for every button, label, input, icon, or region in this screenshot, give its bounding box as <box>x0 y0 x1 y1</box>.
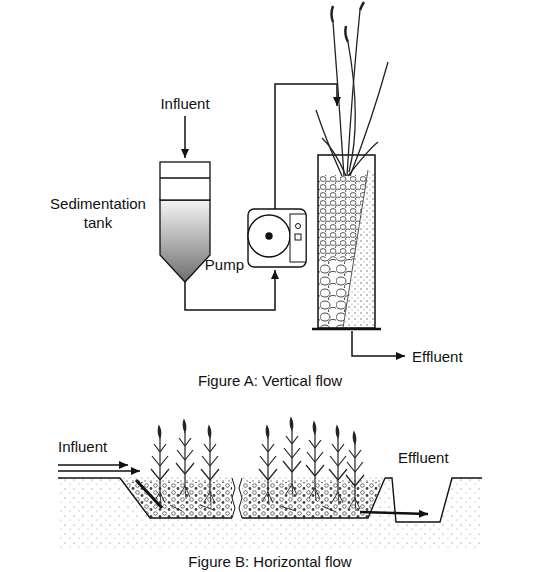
outlet-chamber <box>360 478 482 522</box>
pump-symbol <box>248 209 306 267</box>
ground-stipple <box>58 478 482 548</box>
figure-caption: Figure A: Vertical flow <box>120 371 420 390</box>
flow-label: Effluent <box>412 347 502 366</box>
reed-plants <box>151 418 364 512</box>
influent-arrow <box>185 116 186 158</box>
effluent-pipe <box>352 331 405 356</box>
flow-label: Influent <box>140 94 230 113</box>
flow-label: Effluent <box>398 448 488 467</box>
part-label: Pump <box>196 255 244 274</box>
vertical-flow-column <box>312 155 381 329</box>
flow-label: Influent <box>58 437 148 456</box>
part-label: Sedimentation tank <box>40 194 156 232</box>
reed-plant <box>316 2 388 176</box>
figure-caption: Figure B: Horizontal flow <box>120 552 420 571</box>
pipe-tank-to-pump <box>185 270 275 310</box>
sedimentation-tank <box>160 162 210 282</box>
